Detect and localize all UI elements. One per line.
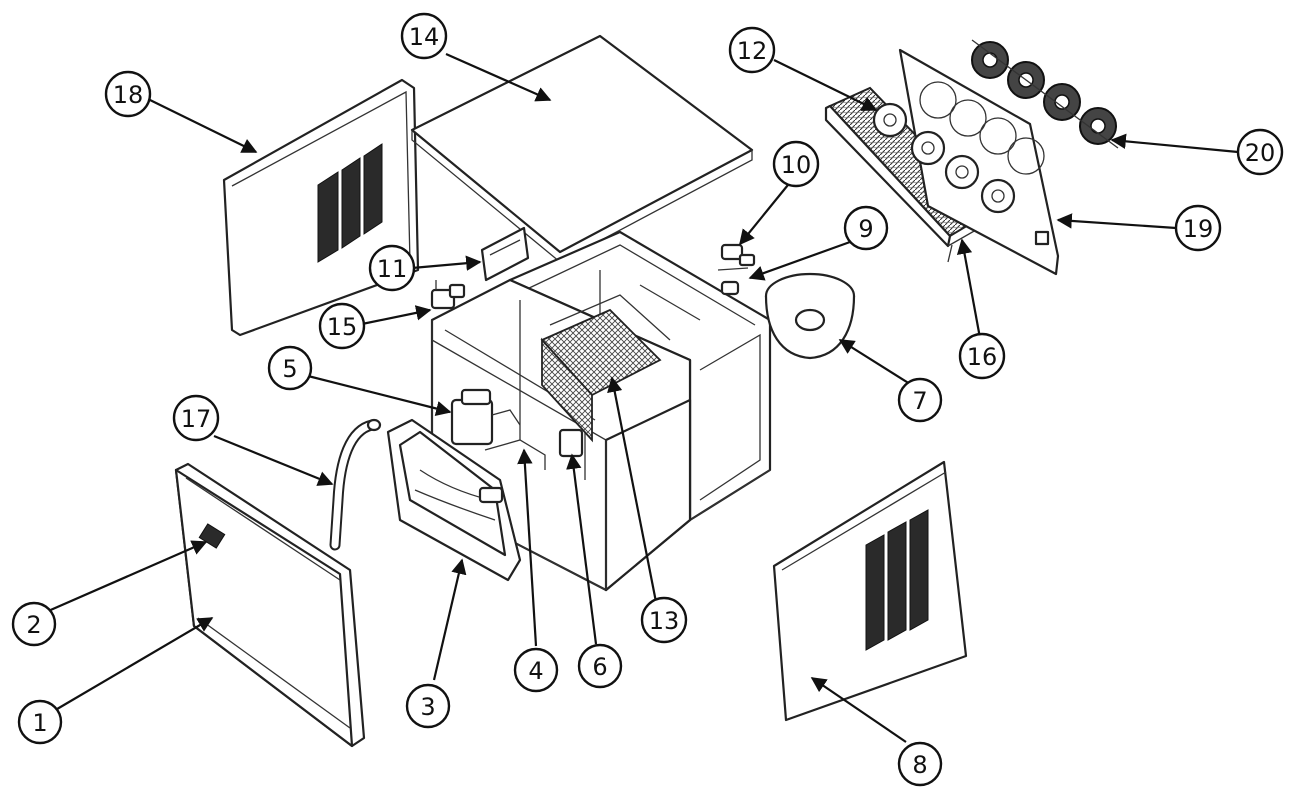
part-4-ice-chute [484, 439, 546, 470]
callout-1: 1 [17, 699, 63, 745]
leader-lines [45, 52, 1239, 743]
callout-18: 18 [104, 70, 152, 118]
leader-10 [739, 179, 793, 246]
callout-label: 14 [409, 23, 440, 51]
callout-label: 17 [181, 405, 212, 433]
part-11-control-board [480, 226, 530, 282]
leader-14 [445, 52, 552, 102]
callout-label: 12 [737, 37, 768, 65]
leader-17 [213, 434, 334, 486]
callout-10: 10 [772, 140, 820, 188]
part-6-water-level-sensor [558, 428, 584, 458]
callout-label: 18 [113, 81, 144, 109]
callout-label: 8 [912, 751, 927, 779]
leader-15 [361, 305, 432, 326]
callout-label: 2 [26, 611, 41, 639]
callout-11: 11 [368, 244, 416, 292]
callout-7: 7 [897, 377, 943, 423]
part-12-fans [872, 102, 1016, 214]
part-10-expansion-valve [717, 243, 756, 271]
part-5-water-pump [450, 388, 521, 446]
callout-5: 5 [267, 345, 313, 391]
leader-7 [838, 339, 911, 385]
callout-12: 12 [728, 26, 776, 74]
part-19-fan-shroud [898, 48, 1060, 276]
part-18-side-panel [222, 78, 420, 337]
callout-label: 19 [1183, 215, 1214, 243]
part-1-front-door [174, 462, 366, 748]
leader-11 [411, 255, 482, 271]
callouts: 1 2 3 4 5 6 7 8 9 10 11 12 13 14 15 16 1… [11, 12, 1284, 787]
part-15-valve [430, 280, 466, 310]
callout-14: 14 [400, 12, 448, 60]
part-14-top-cover [410, 34, 754, 263]
callout-3: 3 [405, 683, 451, 729]
callout-8: 8 [897, 741, 943, 787]
leader-16 [956, 238, 982, 339]
part-17-drain-pipe [329, 418, 382, 551]
callout-label: 9 [858, 215, 873, 243]
callout-4: 4 [513, 647, 559, 693]
callout-17: 17 [172, 394, 220, 442]
callout-label: 11 [377, 255, 408, 283]
callout-6: 6 [577, 643, 623, 689]
callout-16: 16 [958, 332, 1006, 380]
callout-label: 6 [592, 653, 607, 681]
leader-3 [432, 558, 467, 681]
leader-5 [307, 374, 452, 417]
callout-2: 2 [11, 601, 57, 647]
callout-label: 7 [912, 387, 927, 415]
callout-19: 19 [1174, 204, 1222, 252]
leader-9 [748, 240, 851, 281]
part-7-compressor [764, 272, 856, 360]
callout-label: 13 [649, 607, 680, 635]
callout-label: 16 [967, 343, 998, 371]
part-9-service-valve [720, 280, 740, 296]
leader-4 [517, 448, 538, 647]
leader-13 [607, 376, 658, 603]
callout-label: 3 [420, 693, 435, 721]
callout-label: 10 [781, 151, 812, 179]
part-20-fan-guards [971, 39, 1119, 149]
leader-20 [1110, 133, 1239, 154]
leader-8 [810, 677, 907, 743]
leader-1 [51, 617, 214, 713]
leader-6 [566, 453, 598, 645]
callout-15: 15 [318, 302, 366, 350]
callout-label: 15 [327, 313, 358, 341]
part-13-evaporator [540, 294, 671, 443]
part-3-water-tray [386, 418, 522, 582]
leader-19 [1056, 213, 1177, 230]
callout-label: 5 [282, 355, 297, 383]
callout-label: 1 [32, 709, 47, 737]
callout-9: 9 [843, 205, 889, 251]
leader-12 [773, 59, 878, 111]
callout-label: 20 [1245, 139, 1276, 167]
leader-18 [149, 99, 258, 153]
callout-13: 13 [640, 596, 688, 644]
part-8-side-panel [772, 460, 968, 722]
leader-2 [45, 540, 208, 614]
callout-20: 20 [1236, 128, 1284, 176]
callout-label: 4 [528, 657, 543, 685]
